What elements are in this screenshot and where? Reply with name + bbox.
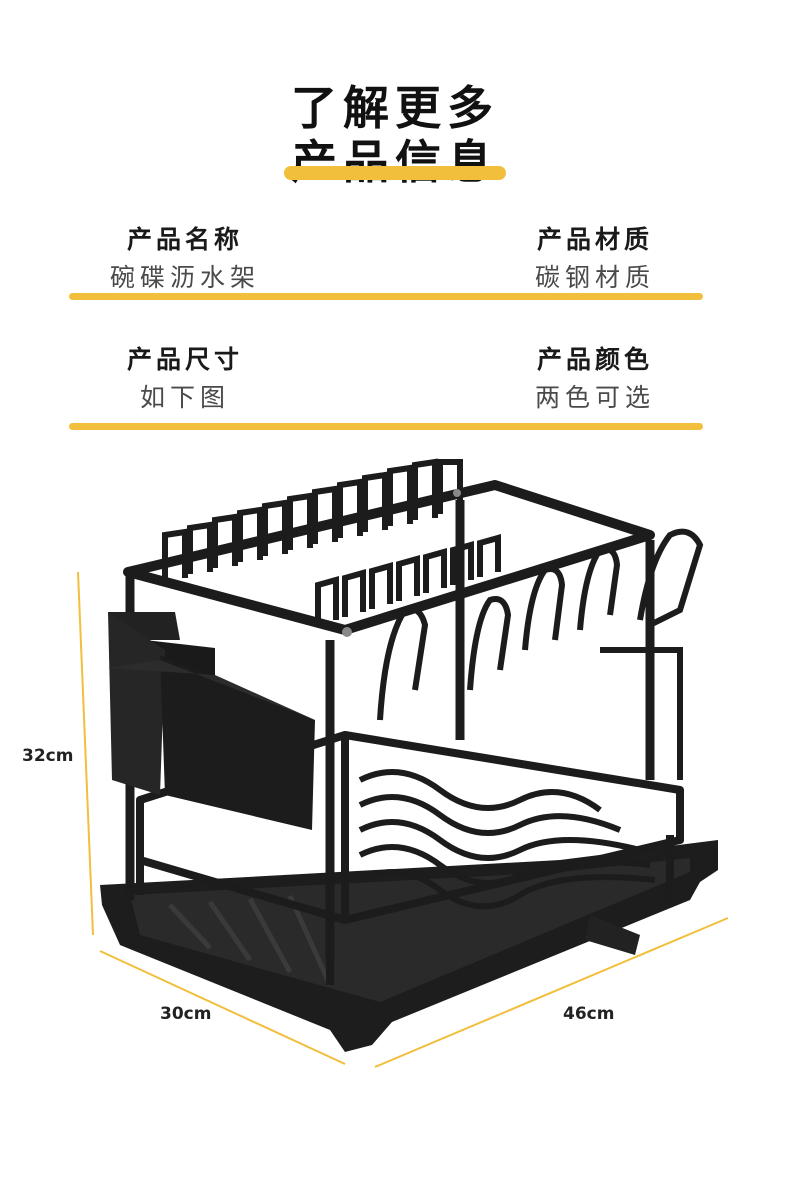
spec-label-color: 产品颜色	[536, 345, 653, 374]
divider-2	[69, 423, 703, 430]
heading-line-2: 产品信息	[291, 135, 499, 189]
spec-label-size: 产品尺寸	[126, 345, 243, 374]
spec-value-material: 碳钢材质	[534, 263, 655, 292]
utensil-holder	[108, 612, 315, 830]
heading-line-1: 了解更多	[291, 81, 499, 135]
spec-value-name: 碗碟沥水架	[109, 263, 260, 292]
dimension-lines	[77, 571, 729, 1068]
spec-value-color: 两色可选	[534, 383, 655, 412]
dish-rack-image	[77, 458, 729, 1068]
dimension-width-label: 46cm	[563, 1004, 615, 1024]
dimension-height-label: 32cm	[22, 746, 74, 766]
spec-label-name: 产品名称	[126, 225, 243, 254]
divider-1	[69, 293, 703, 300]
spec-label-material: 产品材质	[536, 225, 653, 254]
heading-underline	[284, 166, 506, 180]
dimension-depth-label: 30cm	[160, 1004, 212, 1024]
spec-value-size: 如下图	[139, 383, 230, 412]
